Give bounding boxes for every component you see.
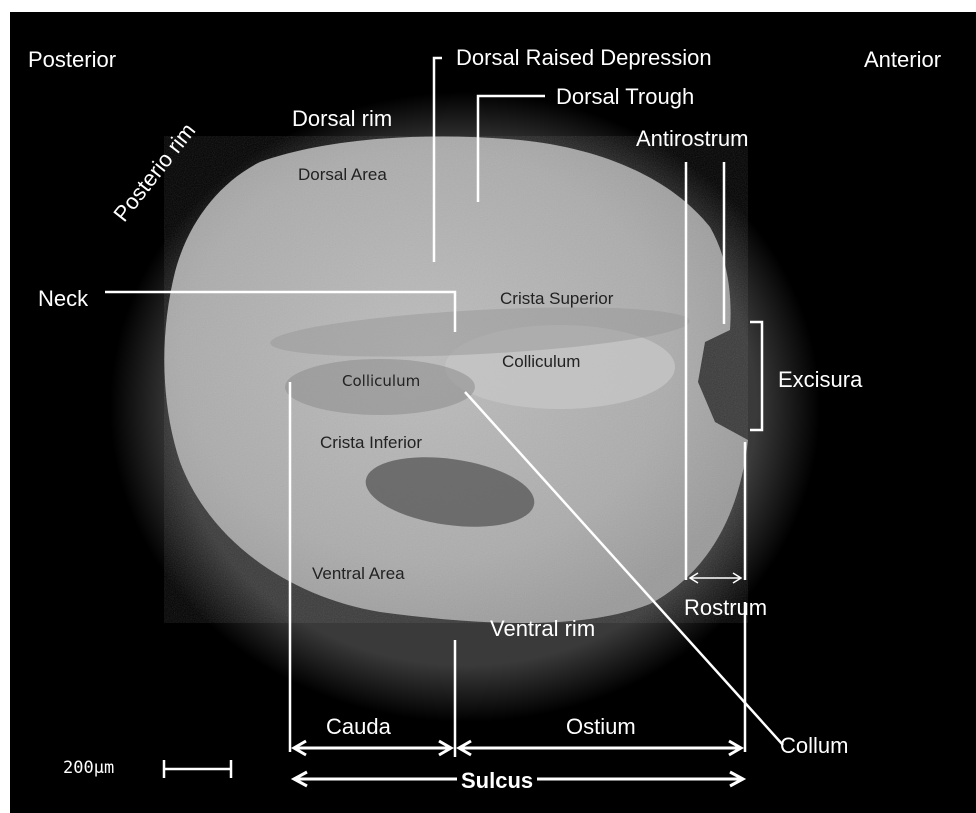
posterior-label: Posterior (28, 49, 116, 71)
scale-bar-label: 200µm (63, 760, 114, 777)
otolith-illustration (10, 12, 976, 813)
sulcus-label: Sulcus (457, 770, 537, 792)
cauda-label: Cauda (326, 716, 391, 738)
excisura-label: Excisura (778, 369, 862, 391)
crista-superior-label: Crista Superior (500, 290, 613, 307)
dorsal-rim-label: Dorsal rim (292, 108, 392, 130)
crista-inferior-label: Crista Inferior (320, 434, 422, 451)
dorsal-area-label: Dorsal Area (298, 166, 387, 183)
ventral-rim-label: Ventral rim (490, 618, 595, 640)
rostrum-label: Rostrum (684, 597, 767, 619)
ostium-arrow (459, 741, 741, 755)
collum-label: Collum (780, 735, 848, 757)
dorsal-trough-label: Dorsal Trough (556, 86, 694, 108)
ostium-label: Ostium (566, 716, 636, 738)
cauda-arrow (294, 741, 451, 755)
ventral-area-label: Ventral Area (312, 565, 405, 582)
anterior-label: Anterior (864, 49, 941, 71)
scale-bar-marker (164, 760, 231, 778)
dorsal-raised-depression-label: Dorsal Raised Depression (456, 47, 712, 69)
colliculum-posterior-label: Colliculum (342, 374, 420, 389)
sem-image: Posterior Anterior Dorsal Raised Depress… (10, 12, 976, 813)
colliculum-anterior-label: Colliculum (502, 353, 580, 370)
neck-label: Neck (38, 288, 88, 310)
antirostrum-label: Antirostrum (636, 128, 748, 150)
